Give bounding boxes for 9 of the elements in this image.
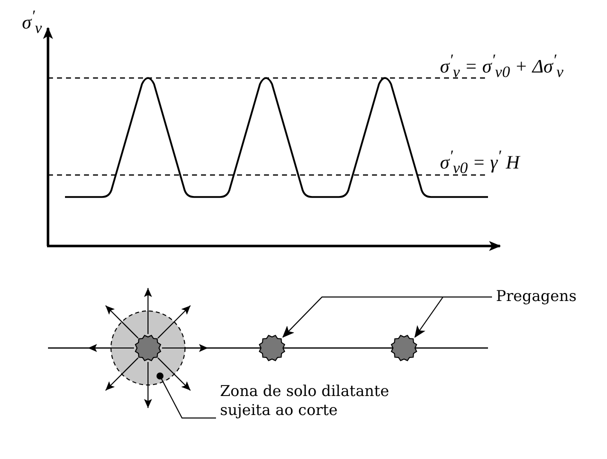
pile-section bbox=[390, 334, 418, 362]
leader-line bbox=[414, 296, 492, 338]
equation-label: σ$^{′}$$_{v0}$ = γ$^{′}$ H bbox=[440, 148, 520, 178]
pile-section bbox=[258, 334, 286, 362]
leader-line bbox=[156, 372, 216, 418]
callout-text: Zona de solo dilatante sujeita ao corte bbox=[220, 382, 420, 420]
callout-text: Pregagens bbox=[496, 287, 596, 306]
pile-section bbox=[134, 334, 162, 362]
soil-zone-circle bbox=[110, 310, 186, 386]
